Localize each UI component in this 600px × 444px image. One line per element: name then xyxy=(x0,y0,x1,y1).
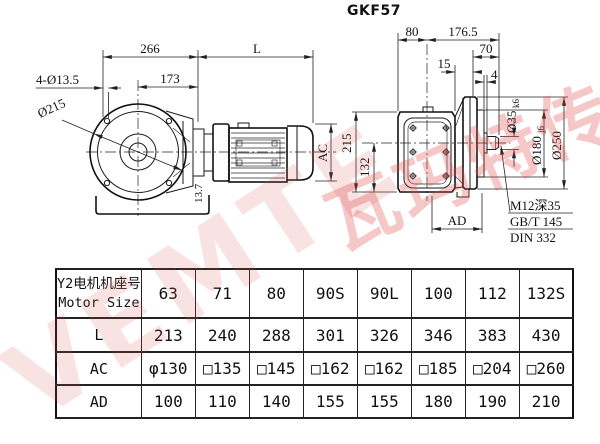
table-header-row: Y2电机机座号 Motor Size 63 71 80 90S 90L 100 … xyxy=(55,268,574,319)
table-cell: φ130 xyxy=(140,351,196,386)
dim-d35-tolerance: k6 xyxy=(511,99,521,109)
table-header-cell: Y2电机机座号 Motor Size xyxy=(55,268,142,319)
table-cell: □162 xyxy=(356,351,412,386)
dim-132-label: 132 xyxy=(357,158,372,178)
dim-holes-label: 4-Ø13.5 xyxy=(36,72,79,87)
technical-drawing: GKF57 xyxy=(35,3,573,245)
note-gb-standard: GB/T 145 xyxy=(510,214,562,229)
table-row: L 213 240 288 301 326 346 383 430 xyxy=(55,317,574,353)
row-label: L xyxy=(55,317,142,353)
front-view: 266 L 173 4-Ø13.5 Ø215 13.7 AC xyxy=(35,41,337,216)
table-cell: 155 xyxy=(302,384,358,419)
table-cell: □260 xyxy=(518,351,574,386)
table-cell: 210 xyxy=(518,384,574,419)
dim-173-label: 173 xyxy=(160,71,180,86)
dim-AD-label: AD xyxy=(448,213,467,228)
header-en: Motor Size xyxy=(58,295,140,312)
table-header-cell: 112 xyxy=(464,268,520,319)
row-label: AD xyxy=(55,384,142,419)
row-label: AC xyxy=(55,351,142,386)
table-cell: □185 xyxy=(410,351,466,386)
table-cell: 180 xyxy=(410,384,466,419)
note-din-standard: DIN 332 xyxy=(510,230,556,245)
table-row: AD 100 110 140 155 155 180 190 210 xyxy=(55,384,574,419)
dim-137-label: 13.7 xyxy=(193,183,205,203)
table-cell: 190 xyxy=(464,384,520,419)
table-row: AC φ130 □135 □145 □162 □162 □185 □204 □2… xyxy=(55,351,574,386)
dim-70-label: 70 xyxy=(480,41,493,56)
table-header-cell: 80 xyxy=(248,268,304,319)
table-header-cell: 90L xyxy=(356,268,412,319)
table-header-cell: 63 xyxy=(140,268,196,319)
dim-d180-tolerance: j6 xyxy=(536,125,546,134)
table-cell: 301 xyxy=(302,317,358,353)
table-cell: 346 xyxy=(410,317,466,353)
table-cell: 155 xyxy=(356,384,412,419)
table-header-cell: 132S xyxy=(518,268,574,319)
side-view: 80 176.5 70 15 4 215 132 Ø35 k6 xyxy=(339,24,573,245)
motor-size-table: Y2电机机座号 Motor Size 63 71 80 90S 90L 100 … xyxy=(55,268,575,419)
note-thread: M12深35 xyxy=(510,198,561,213)
table-cell: 140 xyxy=(248,384,304,419)
dim-d180-label: Ø180 xyxy=(529,136,544,165)
cover-bolts xyxy=(409,124,450,180)
header-cjk: Y2电机机座号 xyxy=(57,275,141,292)
table-cell: 110 xyxy=(194,384,250,419)
table-cell: 288 xyxy=(248,317,304,353)
dim-d35-label: Ø35 xyxy=(504,111,519,133)
drawing-title: GKF57 xyxy=(347,3,401,19)
dim-15-label: 15 xyxy=(438,56,451,71)
table-header-cell: 90S xyxy=(302,268,358,319)
dim-L-label: L xyxy=(253,41,261,56)
dim-4-label: 4 xyxy=(491,67,498,82)
table-header-cell: 71 xyxy=(194,268,250,319)
table-cell: □135 xyxy=(194,351,250,386)
dim-d250-label: Ø250 xyxy=(549,131,564,160)
dim-AC-label: AC xyxy=(315,144,330,162)
table-cell: □162 xyxy=(302,351,358,386)
dim-80-label: 80 xyxy=(406,24,419,39)
table-cell: 100 xyxy=(140,384,196,419)
table-cell: □145 xyxy=(248,351,304,386)
table-cell: 240 xyxy=(194,317,250,353)
dim-266-label: 266 xyxy=(140,41,160,56)
dim-d215-label: Ø215 xyxy=(35,95,67,120)
table-cell: 383 xyxy=(464,317,520,353)
table-cell: 213 xyxy=(140,317,196,353)
dim-215-label: 215 xyxy=(339,134,354,154)
table-cell: □204 xyxy=(464,351,520,386)
table-cell: 430 xyxy=(518,317,574,353)
table-header-cell: 100 xyxy=(410,268,466,319)
table-cell: 326 xyxy=(356,317,412,353)
dim-176-label: 176.5 xyxy=(448,24,477,39)
